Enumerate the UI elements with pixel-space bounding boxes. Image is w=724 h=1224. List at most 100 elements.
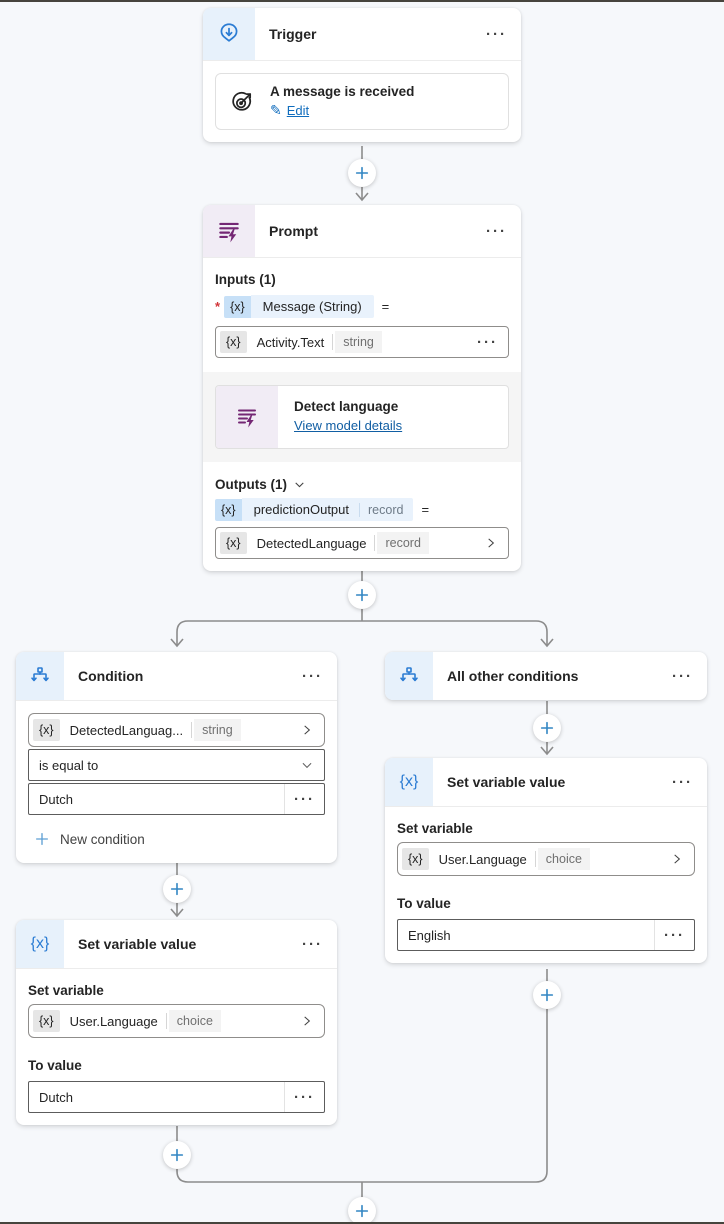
x-token-icon: {x} (220, 532, 247, 554)
trigger-node: Trigger ··· A message is received ✎ (203, 8, 521, 142)
add-node-button[interactable] (163, 1141, 191, 1169)
to-value-label: To value (397, 896, 451, 911)
condition-operand-name: DetectedLanguag... (69, 722, 184, 738)
condition-header[interactable]: Condition ··· (16, 652, 337, 701)
outputs-count-label: Outputs (1) (215, 477, 287, 492)
condition-operator-dropdown[interactable]: is equal to (28, 749, 325, 781)
variable-type: choice (537, 848, 590, 870)
new-condition-button[interactable]: New condition (34, 831, 325, 847)
input-variable-chip-row: * {x} Message (String) = (215, 295, 509, 318)
set-variable-header[interactable]: {x} Set variable value ··· (385, 758, 707, 807)
equals-sign: = (421, 502, 430, 517)
set-variable-header[interactable]: {x} Set variable value ··· (16, 920, 337, 969)
node-title: Set variable value (78, 936, 197, 952)
condition-body: {x} DetectedLanguag... string is equal t… (16, 701, 337, 863)
x-token-icon: {x} (220, 331, 247, 353)
chip-divider (191, 722, 193, 738)
to-value-text: English (408, 927, 451, 943)
model-strip: Detect language View model details (203, 372, 521, 462)
node-title: Set variable value (447, 774, 566, 790)
target-icon (228, 88, 256, 116)
condition-branch-icon (16, 652, 64, 700)
input-value-type: string (335, 331, 382, 353)
set-variable-node-right: {x} Set variable value ··· Set variable … (385, 758, 707, 963)
input-value-box[interactable]: {x} Activity.Text string ··· (215, 326, 509, 358)
set-variable-label: Set variable (397, 821, 473, 836)
prompt-body: Inputs (1) * {x} Message (String) = {x} … (203, 258, 521, 571)
x-token-icon: {x} (224, 295, 251, 318)
output-variable-type: record (368, 502, 404, 517)
trigger-action-title: A message is received (270, 84, 415, 99)
chevron-down-icon (300, 758, 314, 772)
view-model-details-link[interactable]: View model details (294, 418, 403, 433)
condition-node: Condition ··· {x} DetectedLanguag... str… (16, 652, 337, 863)
variable-picker-box[interactable]: {x} User.Language choice (28, 1004, 325, 1038)
prompt-icon (203, 205, 255, 257)
plus-icon (34, 831, 50, 847)
set-variable-node-left: {x} Set variable value ··· Set variable … (16, 920, 337, 1125)
variable-name: User.Language (69, 1013, 158, 1029)
more-menu-button[interactable]: ··· (672, 667, 693, 685)
trigger-action-card[interactable]: A message is received ✎ Edit (215, 73, 509, 130)
to-value-menu-button[interactable]: ··· (284, 1082, 324, 1112)
to-value-label: To value (28, 1058, 82, 1073)
model-icon (216, 386, 278, 448)
add-node-button[interactable] (533, 714, 561, 742)
input-variable-name: Message (String) (262, 299, 362, 314)
input-variable-chip[interactable]: Message (String) (250, 295, 374, 318)
node-title: Prompt (269, 223, 318, 239)
variable-picker-box[interactable]: {x} User.Language choice (397, 842, 695, 876)
add-node-button[interactable] (348, 581, 376, 609)
x-token-icon: {x} (402, 848, 429, 870)
variable-name: User.Language (438, 851, 527, 867)
condition-operand-box[interactable]: {x} DetectedLanguag... string (28, 713, 325, 747)
output-value-type: record (377, 532, 429, 554)
more-menu-button[interactable]: ··· (486, 222, 507, 240)
node-title: Trigger (269, 26, 317, 42)
chip-divider (374, 535, 376, 551)
to-value-input[interactable]: English ··· (397, 919, 695, 951)
chevron-down-icon[interactable] (293, 478, 306, 491)
all-other-conditions-node: All other conditions ··· (385, 652, 707, 700)
more-menu-button[interactable]: ··· (302, 667, 323, 685)
output-variable-chip-row: {x} predictionOutput record = (215, 498, 509, 521)
chevron-right-icon[interactable] (670, 852, 684, 866)
all-other-conditions-header[interactable]: All other conditions ··· (385, 652, 707, 700)
prompt-header[interactable]: Prompt ··· (203, 205, 521, 258)
chip-divider (359, 502, 361, 517)
more-menu-button[interactable]: ··· (672, 773, 693, 791)
condition-value-menu-button[interactable]: ··· (284, 784, 324, 814)
to-value-input[interactable]: Dutch ··· (28, 1081, 325, 1113)
model-card: Detect language View model details (215, 385, 509, 449)
node-title: All other conditions (447, 668, 579, 684)
window-top-border (0, 0, 724, 2)
add-node-button[interactable] (348, 1197, 376, 1224)
to-value-menu-button[interactable]: ··· (654, 920, 694, 950)
add-node-button[interactable] (348, 159, 376, 187)
chevron-right-icon[interactable] (300, 723, 314, 737)
add-node-button[interactable] (163, 875, 191, 903)
output-value-box[interactable]: {x} DetectedLanguage record (215, 527, 509, 559)
required-marker: * (215, 299, 221, 314)
chevron-right-icon[interactable] (300, 1014, 314, 1028)
new-condition-label: New condition (60, 831, 145, 847)
chip-divider (165, 1013, 167, 1029)
output-value-name: DetectedLanguage (256, 535, 367, 551)
variable-type: choice (168, 1010, 221, 1032)
condition-value-text: Dutch (39, 791, 73, 807)
trigger-header[interactable]: Trigger ··· (203, 8, 521, 61)
edit-trigger-link[interactable]: Edit (286, 103, 310, 118)
output-variable-chip[interactable]: predictionOutput record (241, 498, 414, 521)
add-node-button[interactable] (533, 981, 561, 1009)
more-menu-button[interactable]: ··· (302, 935, 323, 953)
input-value-menu-button[interactable]: ··· (477, 333, 498, 351)
set-variable-body: Set variable {x} User.Language choice To… (16, 969, 337, 1125)
prompt-node: Prompt ··· Inputs (1) * {x} Message (Str… (203, 205, 521, 571)
trigger-body: A message is received ✎ Edit (203, 73, 521, 142)
more-menu-button[interactable]: ··· (486, 25, 507, 43)
variable-icon: {x} (16, 920, 64, 968)
chevron-right-icon[interactable] (484, 536, 498, 550)
condition-value-input[interactable]: Dutch ··· (28, 783, 325, 815)
